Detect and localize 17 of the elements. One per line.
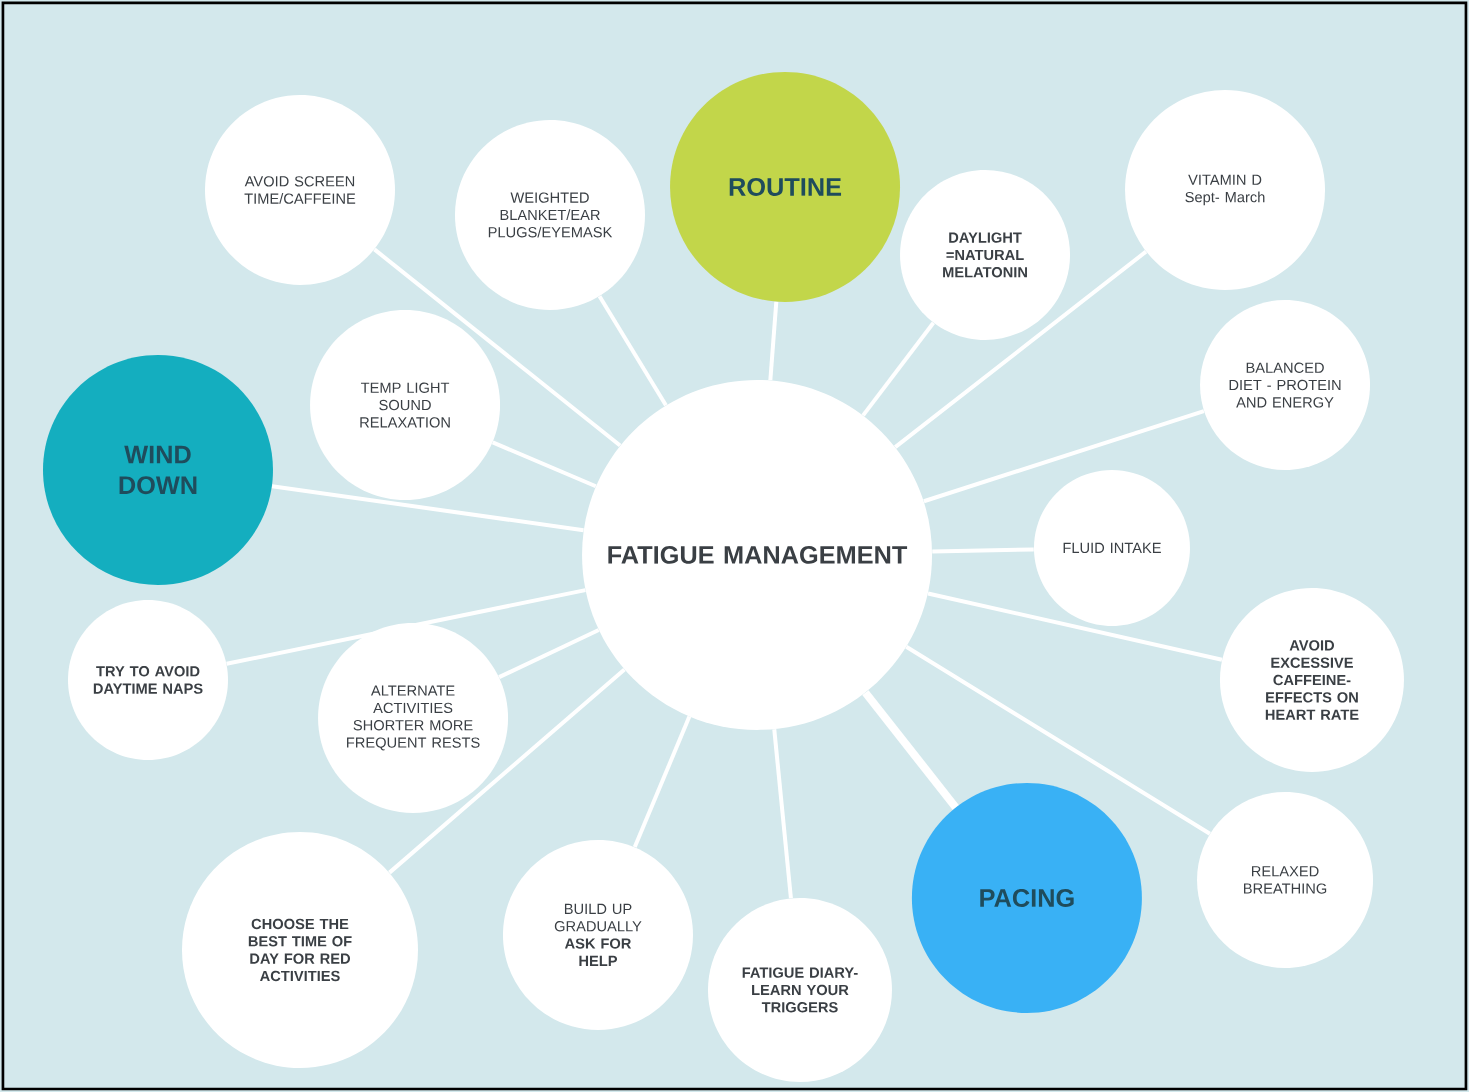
connector-line [862,690,959,810]
connector-line [491,440,597,489]
connector-line [772,729,793,899]
connector-line [271,484,584,533]
connector-line [388,668,626,875]
connector-line [894,250,1148,449]
connector-line [226,588,586,666]
connector-line [927,591,1223,662]
connector-line [597,295,668,407]
connector-line [932,547,1034,554]
connector-line [498,628,600,679]
connector-line [905,645,1211,836]
connector-line [768,301,779,381]
connector-line [632,715,692,848]
connector-line [861,321,936,417]
connector-line [923,409,1205,504]
connector-line [373,247,622,448]
